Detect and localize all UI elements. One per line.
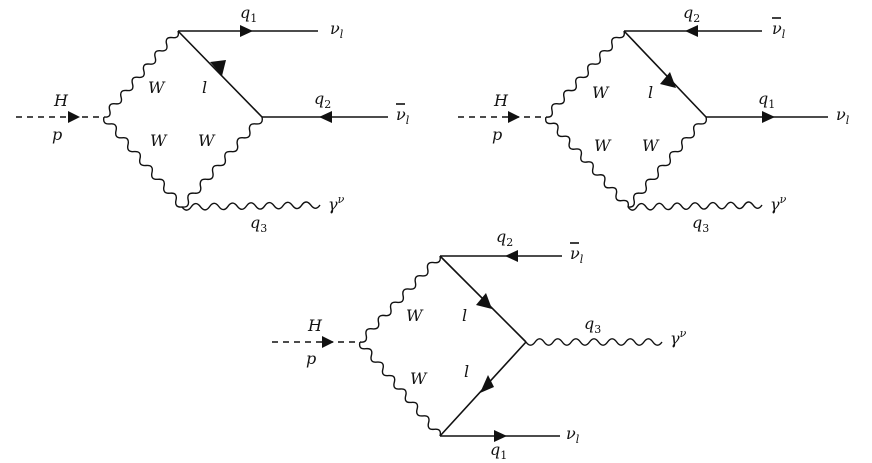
diagram-2-higgs-label: H	[493, 91, 509, 110]
diagram-2-w-upper-label: W	[592, 83, 610, 102]
diagram-2: H p W W W l q2 νl q1 νl q3 γν	[458, 3, 850, 235]
diagram-3-antineutrino-arrow	[505, 250, 518, 262]
diagram-3-w-lower-propagator	[358, 341, 442, 437]
diagram-3-photon-momentum: q3	[584, 314, 601, 336]
diagram-1-w-inner-label: W	[198, 131, 216, 150]
diagram-3-lepton-upper-label: l	[462, 306, 467, 325]
diagram-1-photon-line	[181, 201, 321, 211]
diagram-1-higgs-label: H	[53, 91, 69, 110]
diagram-2-lepton-arrow	[660, 72, 676, 88]
diagram-3-momentum-label: p	[306, 349, 316, 368]
diagram-1-lepton-arrow	[210, 60, 226, 76]
diagram-2-w-inner-propagator	[627, 116, 707, 208]
diagram-1-lepton-label: l	[202, 78, 207, 97]
diagram-2-antineutrino-label: νl	[772, 19, 786, 41]
diagram-2-neutrino-momentum: q1	[758, 89, 775, 111]
diagram-3-lepton-lower-arrow	[480, 375, 494, 393]
diagram-3-neutrino-arrow	[494, 430, 507, 442]
diagram-1-antineutrino-label: νl	[396, 105, 410, 127]
diagram-2-w-upper-propagator	[545, 30, 625, 118]
diagram-1-neutrino-momentum: q1	[240, 3, 257, 25]
diagram-2-momentum-label: p	[492, 125, 502, 144]
diagram-1: H p W W W l q1 νl q2 νl q3 γν	[16, 3, 410, 235]
diagram-1-w-upper-propagator	[103, 30, 180, 118]
diagram-1-w-lower-label: W	[150, 131, 168, 150]
diagram-1-lepton-line	[177, 30, 263, 118]
diagram-1-photon-momentum: q3	[250, 213, 267, 235]
diagram-3-photon-label: γν	[670, 327, 687, 348]
diagram-1-w-inner-propagator	[181, 116, 263, 208]
diagram-2-photon-label: γν	[770, 193, 787, 214]
diagram-3-lepton-lower-label: l	[464, 362, 469, 381]
diagram-2-higgs-arrow	[508, 111, 520, 123]
diagram-3-higgs-label: H	[307, 316, 323, 335]
diagram-2-photon-line	[627, 201, 763, 211]
diagram-2-w-lower-label: W	[594, 136, 612, 155]
diagram-3-antineutrino-momentum: q2	[496, 227, 513, 249]
diagram-2-neutrino-label: νl	[836, 105, 850, 127]
diagram-3-w-upper-propagator	[359, 255, 441, 343]
diagram-2-lepton-line	[623, 30, 707, 118]
diagram-1-antineutrino-momentum: q2	[314, 89, 331, 111]
diagram-2-antineutrino-arrow	[685, 25, 698, 37]
diagram-3-w-upper-label: W	[406, 306, 424, 325]
diagram-1-photon-label: γν	[328, 193, 345, 214]
diagram-2-neutrino-arrow	[762, 111, 775, 123]
diagram-1-w-lower-propagator	[103, 116, 183, 208]
diagram-3-photon-line	[525, 338, 663, 346]
diagram-1-momentum-label: p	[52, 125, 62, 144]
diagram-2-antineutrino-momentum: q2	[683, 3, 700, 25]
diagram-1-w-upper-label: W	[148, 78, 166, 97]
diagram-3-lepton-upper-arrow	[476, 293, 492, 309]
diagram-2-w-lower-propagator	[544, 116, 630, 208]
diagram-2-photon-momentum: q3	[692, 213, 709, 235]
diagram-1-neutrino-label: νl	[330, 19, 344, 41]
diagram-1-antineutrino-arrow	[319, 111, 332, 123]
diagram-1-neutrino-arrow	[240, 25, 253, 37]
diagram-3: H p W W l l q2 νl q3 γν q1 νl	[272, 227, 687, 462]
diagram-2-lepton-label: l	[648, 83, 653, 102]
diagram-3-antineutrino-label: νl	[570, 244, 584, 266]
diagram-3-neutrino-label: νl	[566, 424, 580, 446]
diagram-1-higgs-arrow	[68, 111, 80, 123]
diagram-3-w-lower-label: W	[410, 369, 428, 388]
diagram-3-higgs-arrow	[322, 336, 334, 348]
diagram-2-w-inner-label: W	[642, 136, 660, 155]
diagram-3-neutrino-momentum: q1	[490, 440, 507, 462]
